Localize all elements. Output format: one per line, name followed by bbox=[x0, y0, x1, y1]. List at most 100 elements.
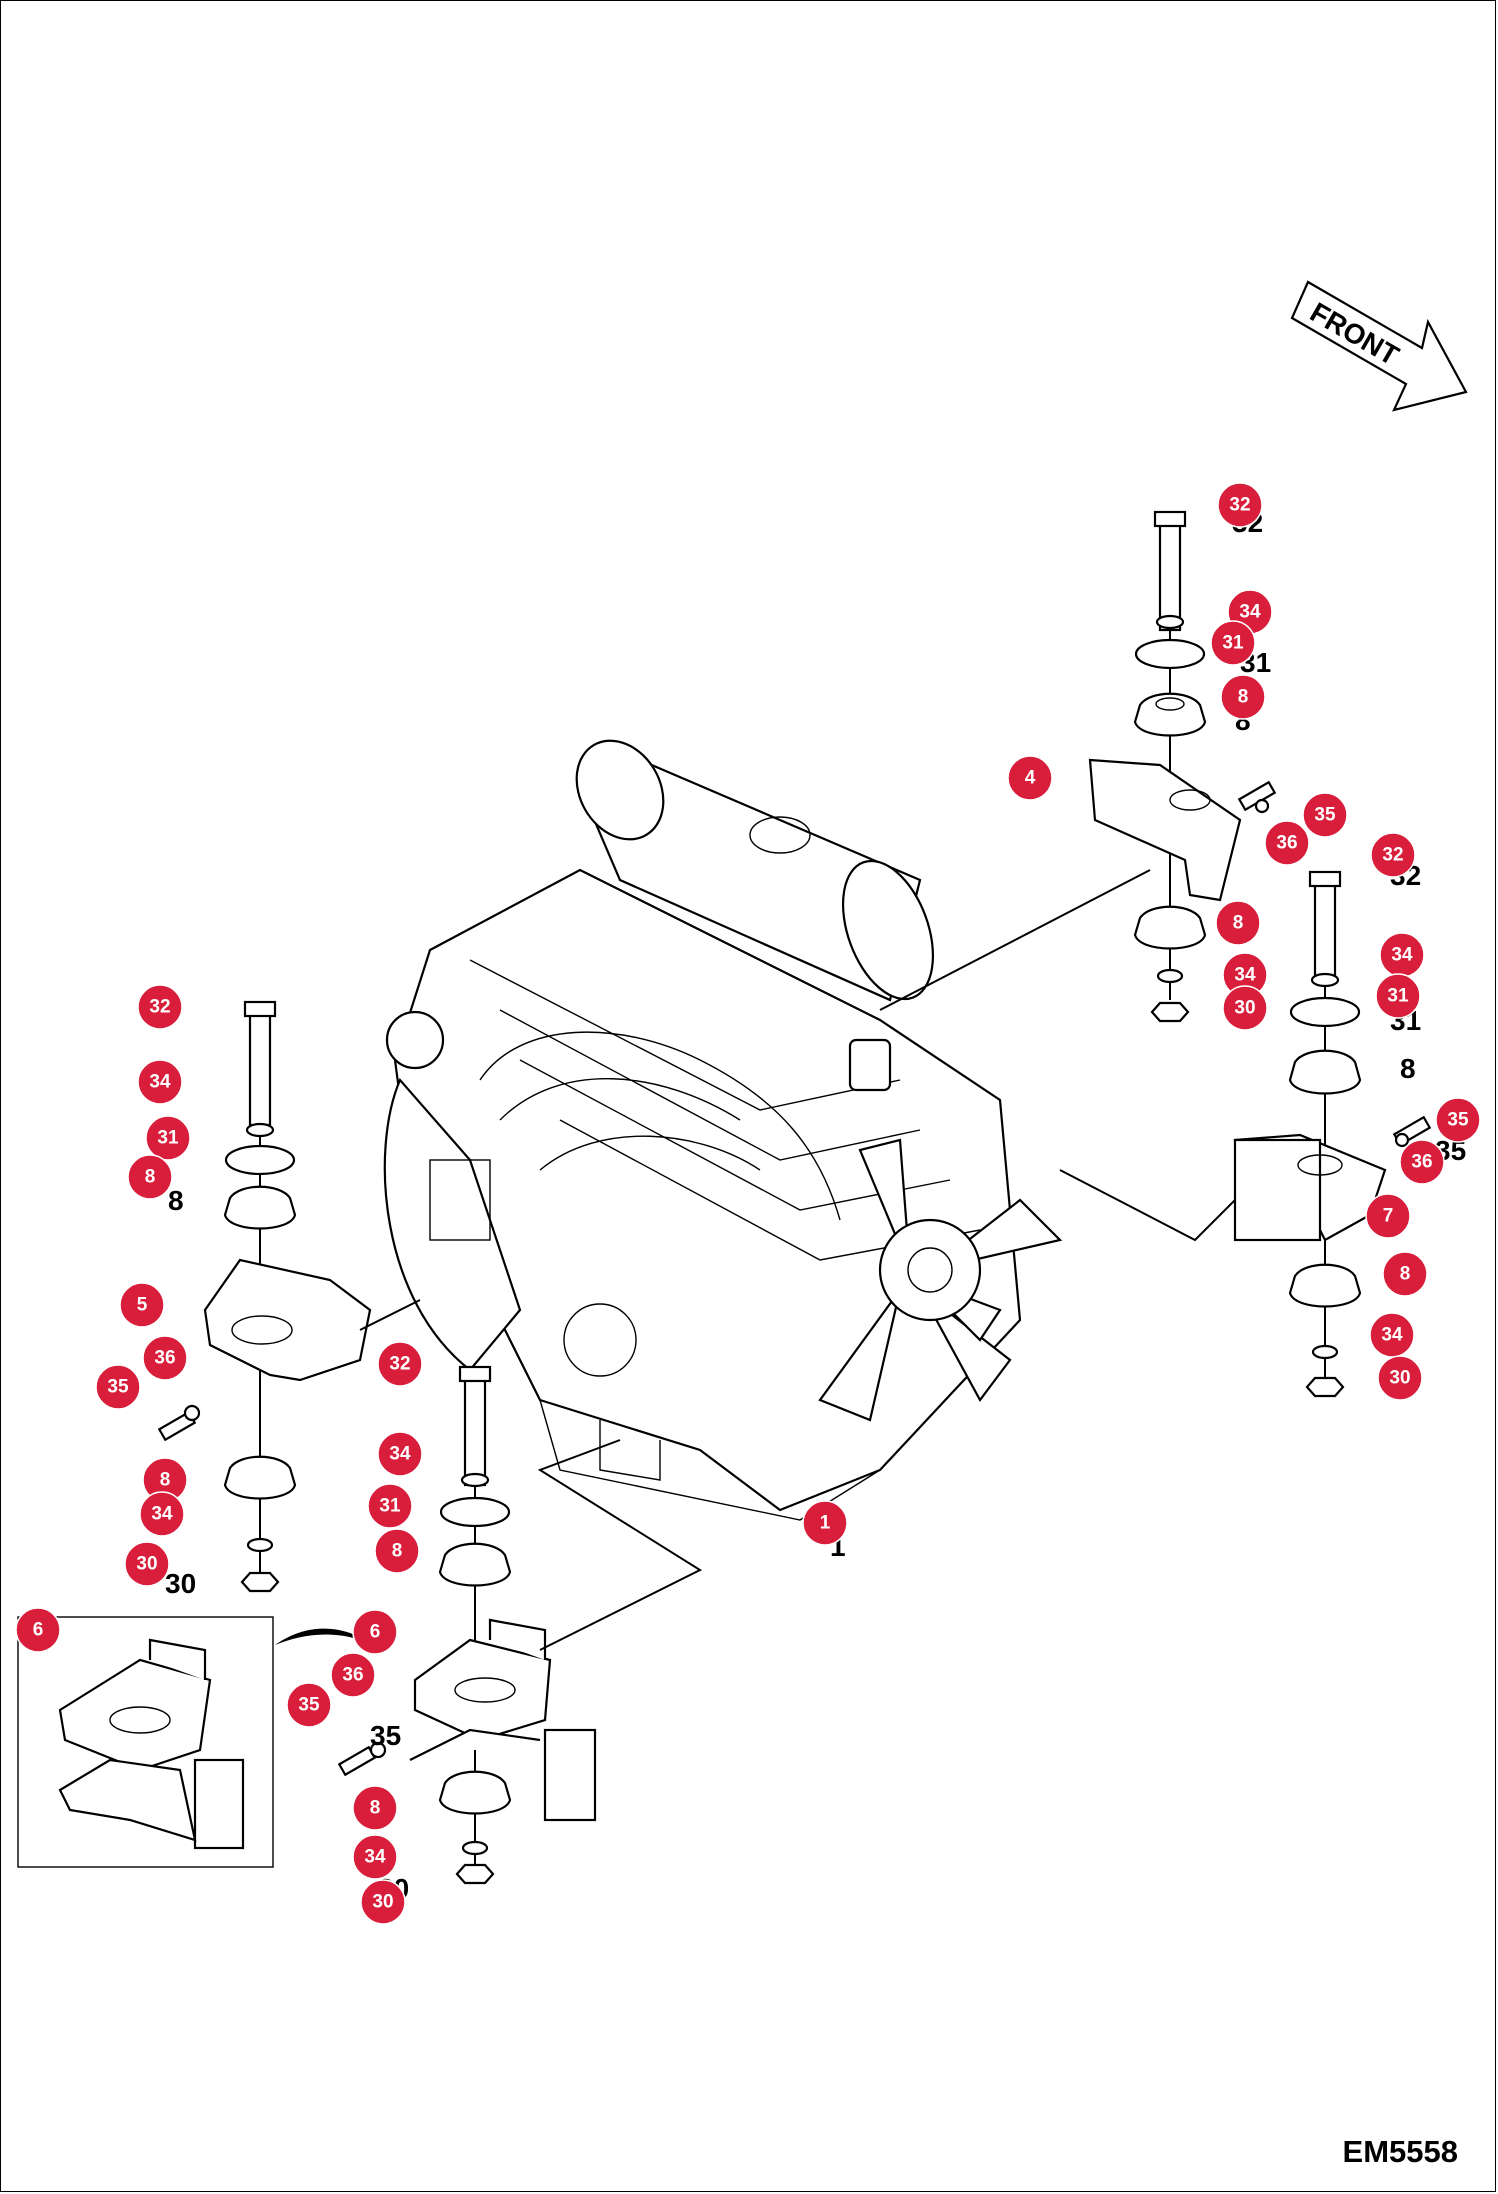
callout-bolt-32: 32 bbox=[1370, 832, 1416, 878]
callout-bubble bbox=[142, 1335, 188, 1381]
callout-bubble bbox=[1370, 832, 1416, 878]
callout-number: 32 bbox=[1229, 495, 1250, 516]
callout-washer-34: 34 bbox=[139, 1491, 185, 1537]
callout-bubble bbox=[1377, 1355, 1423, 1401]
callout-number: 34 bbox=[1234, 965, 1256, 986]
callout-number: 31 bbox=[157, 1128, 179, 1149]
callout-bubble bbox=[352, 1834, 398, 1880]
callout-number: 34 bbox=[151, 1504, 173, 1525]
callout-rubber-mount-8: 8 bbox=[142, 1457, 188, 1503]
callout-rubber-mount-8: 8 bbox=[127, 1154, 173, 1200]
callout-number: 8 bbox=[160, 1470, 171, 1491]
callout-number: 35 bbox=[107, 1377, 129, 1398]
callout-bolt-35: 35 bbox=[1435, 1097, 1481, 1143]
callout-bubble bbox=[374, 1528, 420, 1574]
callout-bolt-35: 35 bbox=[286, 1682, 332, 1728]
callout-bubble bbox=[1215, 900, 1261, 946]
callout-number: 34 bbox=[1391, 945, 1413, 966]
callout-bubble bbox=[1382, 1251, 1428, 1297]
callout-bubble bbox=[139, 1491, 185, 1537]
callout-bubble bbox=[137, 1059, 183, 1105]
callout-bracket-detail-6: 6 bbox=[15, 1607, 61, 1653]
callout-bubble bbox=[124, 1541, 170, 1587]
callout-number: 31 bbox=[1387, 986, 1409, 1007]
callout-number: 36 bbox=[342, 1665, 363, 1686]
callout-bubble bbox=[1399, 1139, 1445, 1185]
callout-bubble bbox=[1435, 1097, 1481, 1143]
callout-washer-36: 36 bbox=[330, 1652, 376, 1698]
callout-rubber-mount-8: 8 bbox=[1382, 1251, 1428, 1297]
callout-number: 32 bbox=[149, 997, 170, 1018]
callout-bubble bbox=[802, 1500, 848, 1546]
callout-washer-34: 34 bbox=[1222, 952, 1268, 998]
callout-number: 34 bbox=[389, 1444, 411, 1465]
callout-bracket-4: 4 bbox=[1007, 755, 1053, 801]
callout-bolt-32: 32 bbox=[137, 984, 183, 1030]
callout-bracket-5: 5 bbox=[119, 1282, 165, 1328]
callout-number: 35 bbox=[1314, 805, 1336, 826]
callout-washer-34: 34 bbox=[377, 1431, 423, 1477]
callout-washer-34: 34 bbox=[1379, 932, 1425, 978]
callout-plate-31: 31 bbox=[145, 1115, 191, 1161]
callout-plate-31: 31 bbox=[367, 1483, 413, 1529]
callout-bolt-35: 35 bbox=[95, 1364, 141, 1410]
callout-number: 34 bbox=[1381, 1325, 1403, 1346]
callout-washer-34: 34 bbox=[1369, 1312, 1415, 1358]
callout-bubble bbox=[377, 1431, 423, 1477]
callout-number: 8 bbox=[1400, 1264, 1411, 1285]
callout-number: 1 bbox=[820, 1513, 831, 1534]
callout-number: 30 bbox=[136, 1554, 157, 1575]
callout-bolt-32: 32 bbox=[377, 1341, 423, 1387]
mount-stack-right-lower bbox=[1059, 870, 1432, 1398]
callout-number: 32 bbox=[389, 1354, 410, 1375]
callout-bubble bbox=[286, 1682, 332, 1728]
fan-icon bbox=[818, 1138, 1063, 1422]
callout-bubble bbox=[1217, 482, 1263, 528]
callout-plate-31: 31 bbox=[1210, 620, 1256, 666]
callout-bubble bbox=[1264, 820, 1310, 866]
callout-bubble bbox=[330, 1652, 376, 1698]
callout-number: 36 bbox=[1276, 833, 1297, 854]
callout-engine-1: 1 bbox=[802, 1500, 848, 1546]
svg-text:8: 8 bbox=[1400, 1053, 1416, 1084]
callout-layer: 3234318435368343032343135367834303234318… bbox=[15, 482, 1481, 1925]
callout-washer-36: 36 bbox=[1399, 1139, 1445, 1185]
callout-bubble bbox=[1210, 620, 1256, 666]
callout-washer-36: 36 bbox=[1264, 820, 1310, 866]
callout-number: 6 bbox=[33, 1620, 44, 1641]
svg-text:8: 8 bbox=[168, 1185, 184, 1216]
callout-bolt-32: 32 bbox=[1217, 482, 1263, 528]
callout-bubble bbox=[137, 984, 183, 1030]
callout-bubble bbox=[95, 1364, 141, 1410]
drawing-code: EM5558 bbox=[1342, 2134, 1458, 2169]
callout-rubber-mount-8: 8 bbox=[374, 1528, 420, 1574]
callout-number: 34 bbox=[1239, 602, 1261, 623]
callout-bubble bbox=[145, 1115, 191, 1161]
callout-bubble bbox=[1365, 1193, 1411, 1239]
callout-bubble bbox=[127, 1154, 173, 1200]
callout-bubble bbox=[377, 1341, 423, 1387]
callout-plate-31: 31 bbox=[1375, 973, 1421, 1019]
callout-number: 34 bbox=[364, 1847, 386, 1868]
callout-bubble bbox=[352, 1785, 398, 1831]
callout-bubble bbox=[15, 1607, 61, 1653]
callout-bubble bbox=[352, 1609, 398, 1655]
callout-rubber-mount-8: 8 bbox=[352, 1785, 398, 1831]
callout-number: 8 bbox=[370, 1798, 381, 1819]
callout-number: 31 bbox=[379, 1496, 401, 1517]
callout-nut-30: 30 bbox=[1377, 1355, 1423, 1401]
callout-number: 36 bbox=[154, 1348, 175, 1369]
callout-bubble bbox=[360, 1879, 406, 1925]
callout-number: 35 bbox=[298, 1695, 320, 1716]
callout-nut-30: 30 bbox=[360, 1879, 406, 1925]
callout-bubble bbox=[1220, 674, 1266, 720]
callout-bubble bbox=[1007, 755, 1053, 801]
callout-number: 32 bbox=[1382, 845, 1403, 866]
callout-number: 7 bbox=[1383, 1206, 1394, 1227]
callout-rubber-mount-8: 8 bbox=[1220, 674, 1266, 720]
callout-number: 31 bbox=[1222, 633, 1244, 654]
bracket-detail-inset bbox=[17, 1616, 380, 1868]
callout-number: 8 bbox=[145, 1167, 156, 1188]
